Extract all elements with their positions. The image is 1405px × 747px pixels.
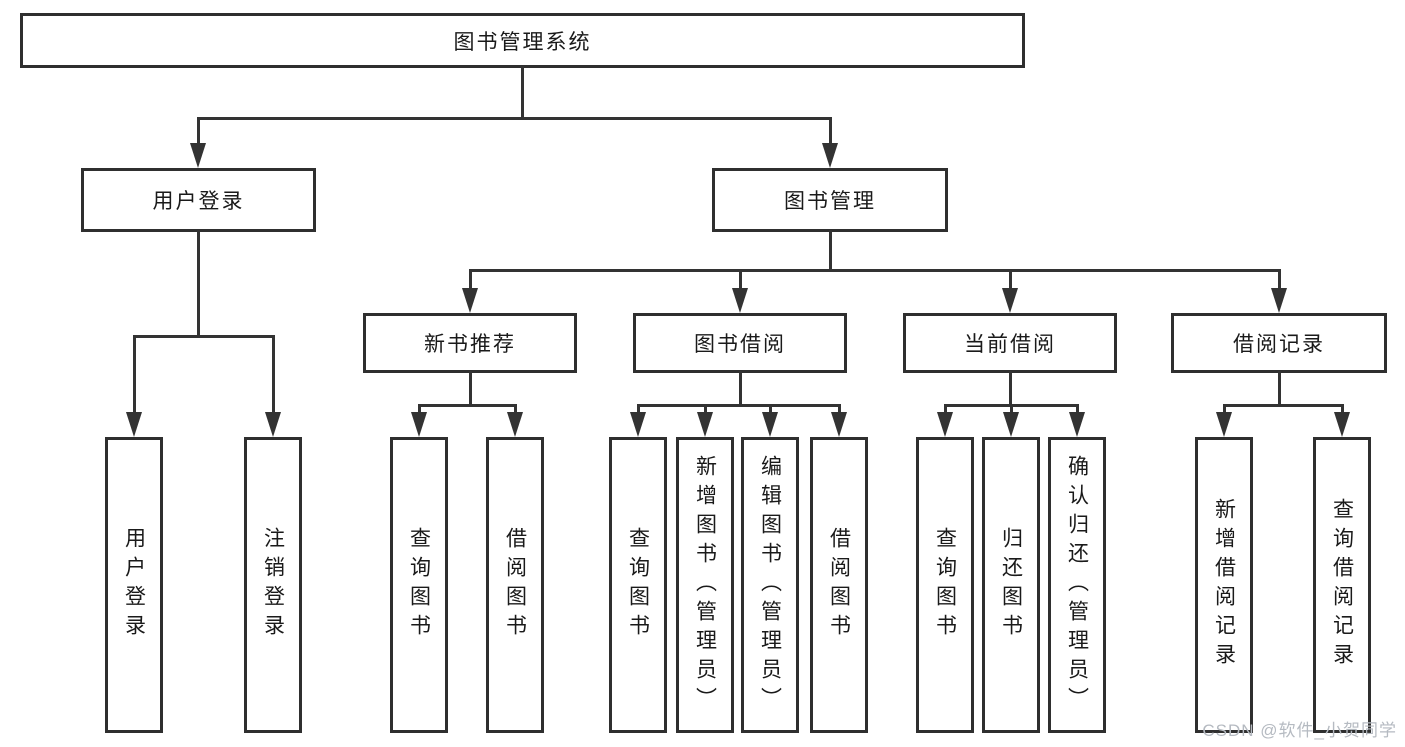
leaf-borrow-add-book-admin: 新增图书（管理员） [676, 437, 734, 733]
connector-line [1223, 406, 1226, 416]
node-new-book-recommend: 新书推荐 [363, 313, 577, 373]
connector-line [1223, 404, 1344, 407]
leaf-borrow-borrow-book: 借阅图书 [810, 437, 868, 733]
connector-line [418, 406, 421, 416]
arrow-down [265, 412, 281, 437]
leaf-logout: 注销登录 [244, 437, 302, 733]
arrow-down [411, 412, 427, 437]
node-borrow-records: 借阅记录 [1171, 313, 1387, 373]
arrow-down [762, 412, 778, 437]
arrow-down [190, 143, 206, 168]
node-user-login: 用户登录 [81, 168, 316, 232]
leaf-records-query-record: 查询借阅记录 [1313, 437, 1371, 733]
arrow-down [1002, 288, 1018, 313]
connector-line [704, 406, 707, 416]
leaf-user-login: 用户登录 [105, 437, 163, 733]
connector-line [521, 66, 524, 119]
leaf-borrow-edit-book-admin: 编辑图书（管理员） [741, 437, 799, 733]
arrow-down [732, 288, 748, 313]
connector-line [1076, 406, 1079, 416]
arrow-down [822, 143, 838, 168]
arrow-down [507, 412, 523, 437]
connector-line [769, 406, 772, 416]
connector-line [1010, 406, 1013, 416]
leaf-recommend-borrow-book: 借阅图书 [486, 437, 544, 733]
node-current-borrow: 当前借阅 [903, 313, 1117, 373]
arrow-down [831, 412, 847, 437]
arrow-down [126, 412, 142, 437]
node-book-management: 图书管理 [712, 168, 948, 232]
arrow-down [1271, 288, 1287, 313]
connector-line [637, 404, 841, 407]
connector-line [469, 271, 472, 291]
connector-line [514, 406, 517, 416]
arrow-down [1334, 412, 1350, 437]
arrow-down [462, 288, 478, 313]
leaf-current-return-book: 归还图书 [982, 437, 1040, 733]
arrow-down [1069, 412, 1085, 437]
leaf-borrow-query-book: 查询图书 [609, 437, 667, 733]
connector-line [133, 337, 136, 414]
arrow-down [1216, 412, 1232, 437]
connector-line [272, 337, 275, 414]
connector-line [829, 119, 832, 147]
node-root: 图书管理系统 [20, 13, 1025, 68]
leaf-current-confirm-return-admin: 确认归还（管理员） [1048, 437, 1106, 733]
connector-line [838, 406, 841, 416]
connector-line [829, 230, 832, 272]
connector-line [469, 269, 1281, 272]
connector-line [1278, 371, 1281, 406]
connector-line [944, 404, 1079, 407]
csdn-watermark: CSDN @软件_小贺同学 [1202, 721, 1397, 740]
arrow-down [937, 412, 953, 437]
connector-line [739, 271, 742, 291]
arrow-down [697, 412, 713, 437]
connector-line [1009, 271, 1012, 291]
connector-line [739, 371, 742, 406]
connector-line [1341, 406, 1344, 416]
connector-line [944, 406, 947, 416]
arrow-down [1003, 412, 1019, 437]
node-book-borrow: 图书借阅 [633, 313, 847, 373]
connector-line [637, 406, 640, 416]
connector-line [1009, 371, 1012, 406]
connector-line [418, 404, 517, 407]
connector-line [197, 117, 832, 120]
arrow-down [630, 412, 646, 437]
connector-line [197, 119, 200, 147]
leaf-records-add-record: 新增借阅记录 [1195, 437, 1253, 733]
leaf-current-query-book: 查询图书 [916, 437, 974, 733]
connector-line [133, 335, 275, 338]
connector-line [469, 371, 472, 406]
connector-line [197, 230, 200, 338]
connector-line [1278, 271, 1281, 291]
leaf-recommend-query-book: 查询图书 [390, 437, 448, 733]
